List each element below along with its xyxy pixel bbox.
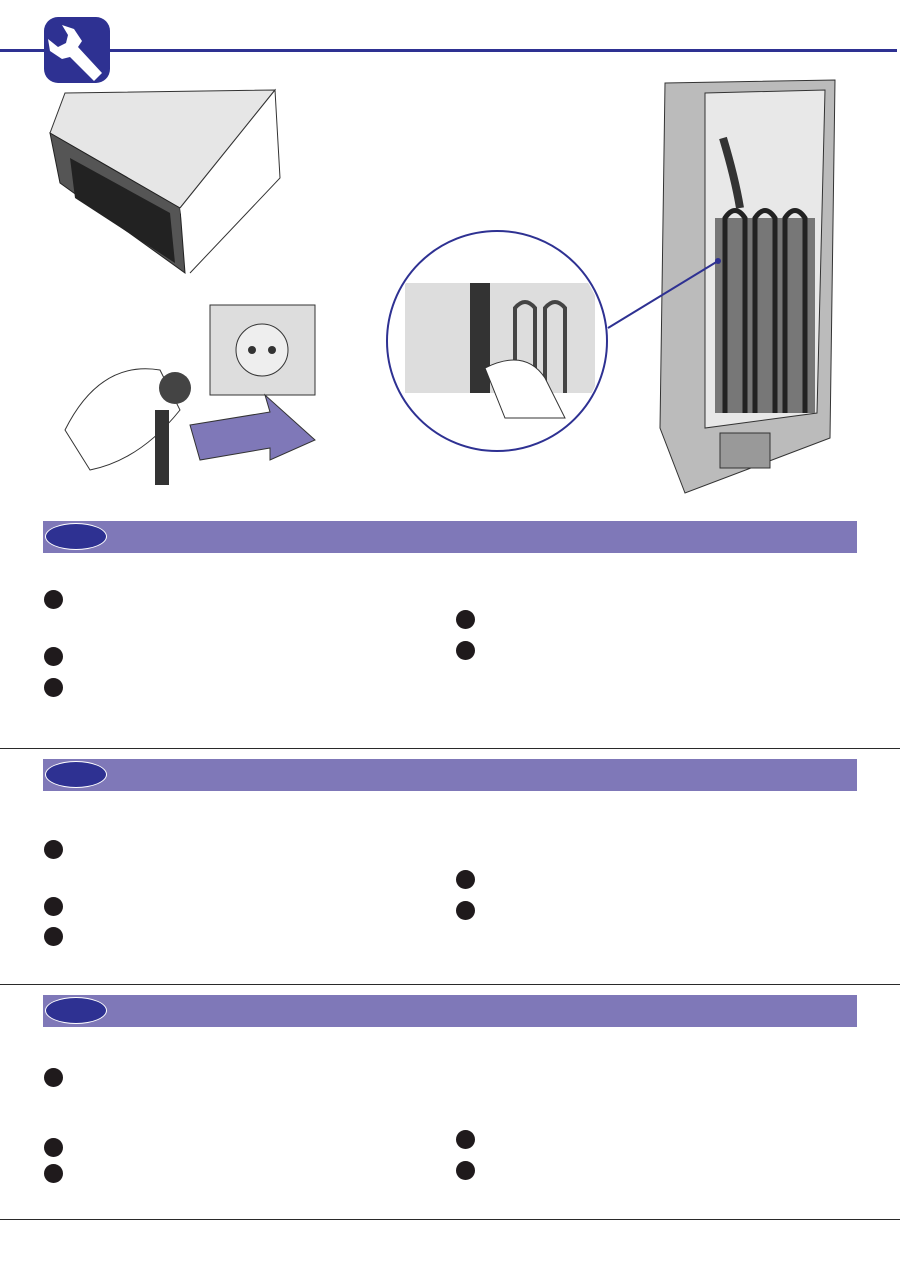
bullet — [456, 641, 475, 660]
section-2-badge — [45, 761, 107, 788]
bullet — [456, 610, 475, 629]
bullet — [456, 1161, 475, 1180]
bullet — [44, 897, 63, 916]
wrench-icon — [44, 17, 110, 83]
section-divider — [0, 748, 900, 749]
bullet — [456, 1130, 475, 1149]
section-divider — [0, 1219, 900, 1220]
bullet — [44, 647, 63, 666]
section-2-header-bar — [43, 759, 857, 791]
bullet — [44, 590, 63, 609]
section-divider — [0, 984, 900, 985]
header-rule — [0, 49, 897, 52]
section-1-badge — [45, 523, 107, 550]
bullet — [44, 678, 63, 697]
bullet — [456, 901, 475, 920]
section-3-header-bar — [43, 995, 857, 1027]
bullet — [44, 1068, 63, 1087]
arrow-icon — [189, 393, 316, 461]
fridge-top-illustration — [49, 88, 281, 275]
bullet — [44, 1164, 63, 1183]
section-1-header-bar — [43, 521, 857, 553]
bullet — [44, 840, 63, 859]
section-3-badge — [45, 997, 107, 1024]
plug-socket-illustration — [64, 304, 316, 485]
bullet — [44, 1138, 63, 1157]
fridge-back-illustration — [386, 79, 836, 494]
bullet — [44, 927, 63, 946]
bullet — [456, 870, 475, 889]
